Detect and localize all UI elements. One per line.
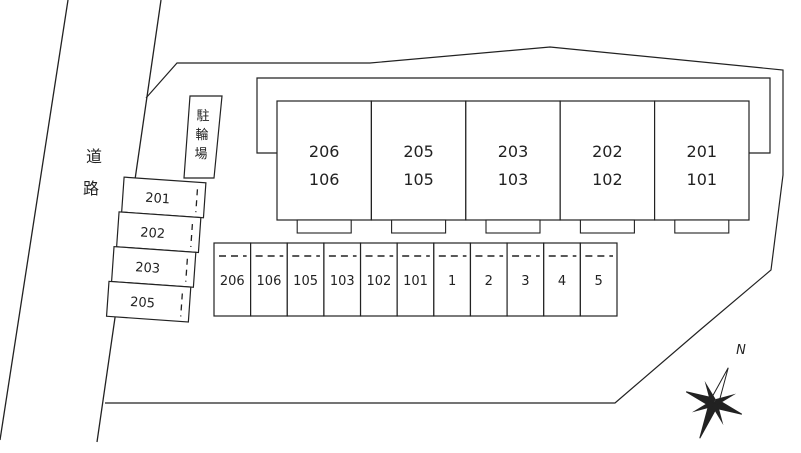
- compass: N: [685, 343, 746, 439]
- front-parking-number: 3: [521, 274, 529, 289]
- compass-star-icon: [685, 367, 743, 439]
- bicycle-parking-outline: [183, 95, 223, 179]
- front-parking-number: 2: [485, 274, 493, 289]
- unit-entrance: [485, 219, 541, 234]
- unit-entrance: [391, 219, 447, 234]
- parking-marker: [195, 189, 199, 213]
- building-corridor: [256, 77, 771, 154]
- unit-number-upper: 202: [592, 142, 623, 161]
- front-parking-space: [286, 242, 325, 317]
- front-parking-number: 101: [403, 274, 428, 289]
- road-label-bottom: 路: [83, 179, 99, 198]
- front-parking: 206 106 105 103 102 101 1 2 3 4 5: [213, 242, 618, 317]
- building-unit: [276, 100, 373, 221]
- side-parking-number: 202: [140, 225, 166, 242]
- front-parking-space: [469, 242, 508, 317]
- building-unit: [653, 100, 750, 221]
- front-parking-number: 102: [366, 274, 391, 289]
- side-parking-number: 201: [145, 191, 171, 208]
- front-parking-space: [543, 242, 581, 317]
- bicycle-parking-label-2: 輪: [195, 127, 208, 143]
- side-parking-number: 203: [135, 260, 161, 277]
- front-parking-space: [433, 242, 472, 317]
- front-parking-number: 103: [330, 274, 355, 289]
- front-parking-space: [323, 242, 362, 317]
- unit-number-lower: 103: [498, 170, 529, 189]
- front-parking-space: [579, 242, 618, 317]
- unit-entrance: [674, 219, 730, 234]
- front-parking-number: 4: [558, 274, 566, 289]
- parking-marker: [190, 223, 194, 248]
- front-parking-number: 105: [293, 274, 318, 289]
- front-parking-number: 106: [257, 274, 282, 289]
- front-parking-space: [506, 242, 545, 317]
- parking-marker: [180, 293, 183, 317]
- building-units: 206 106 205 105 203 103 202 102 201 101: [276, 100, 750, 234]
- bicycle-parking: 駐 輪 場: [183, 95, 223, 179]
- front-parking-number: 206: [220, 274, 245, 289]
- building-unit: [559, 100, 656, 221]
- road-edge-left: [0, 0, 69, 441]
- unit-number-upper: 201: [687, 142, 718, 161]
- parking-marker: [185, 258, 189, 282]
- side-parking-number: 205: [130, 295, 156, 312]
- unit-entrance: [579, 219, 635, 234]
- front-parking-space: [250, 242, 288, 317]
- unit-number-upper: 203: [498, 142, 529, 161]
- side-parking-space: [105, 280, 192, 323]
- unit-number-upper: 206: [309, 142, 340, 161]
- front-parking-number: 5: [595, 274, 603, 289]
- front-parking-number: 1: [448, 274, 456, 289]
- site-boundary: [105, 46, 784, 404]
- side-parking: 201 202 203 205: [105, 176, 207, 323]
- bicycle-parking-label-3: 場: [194, 147, 207, 162]
- front-parking-space: [396, 242, 435, 317]
- bicycle-parking-label-1: 駐: [196, 109, 209, 124]
- compass-north-label: N: [736, 343, 746, 358]
- unit-entrance: [296, 219, 352, 234]
- unit-number-lower: 105: [403, 170, 434, 189]
- building-unit: [465, 100, 561, 221]
- unit-number-lower: 102: [592, 170, 623, 189]
- unit-number-upper: 205: [403, 142, 434, 161]
- unit-number-lower: 106: [309, 170, 340, 189]
- road-label-top: 道: [86, 147, 102, 166]
- unit-number-lower: 101: [687, 170, 718, 189]
